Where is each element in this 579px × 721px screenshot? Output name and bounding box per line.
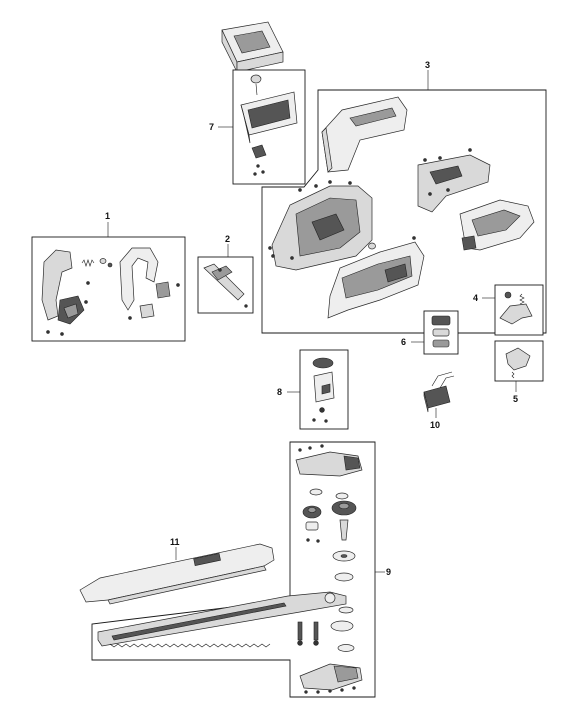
callout-8: 8 xyxy=(277,387,282,397)
group-3-main-housing xyxy=(261,70,547,334)
group-7-battery-holder xyxy=(218,69,306,185)
group-4-trigger-lever xyxy=(482,284,544,336)
group-1-handle-assembly xyxy=(31,222,186,342)
group-10-switch-module xyxy=(423,371,455,418)
callout-1: 1 xyxy=(105,211,110,221)
group-11-blade-guard xyxy=(79,543,275,605)
callout-6: 6 xyxy=(401,337,406,347)
group-5-lock-lever xyxy=(494,340,544,392)
group-9-gearbox-blade xyxy=(91,441,385,698)
callout-2: 2 xyxy=(225,234,230,244)
callout-5: 5 xyxy=(513,394,518,404)
callout-7: 7 xyxy=(209,122,214,132)
group-6-switch-parts xyxy=(411,310,459,355)
group-8-motor xyxy=(287,349,349,430)
callout-10: 10 xyxy=(430,420,440,430)
callout-4: 4 xyxy=(473,293,478,303)
callout-9: 9 xyxy=(386,567,391,577)
group-2-trigger xyxy=(197,244,254,314)
group-5-box xyxy=(494,340,544,382)
callout-11: 11 xyxy=(170,537,180,547)
callout-3: 3 xyxy=(425,60,430,70)
battery-pack xyxy=(221,21,284,73)
